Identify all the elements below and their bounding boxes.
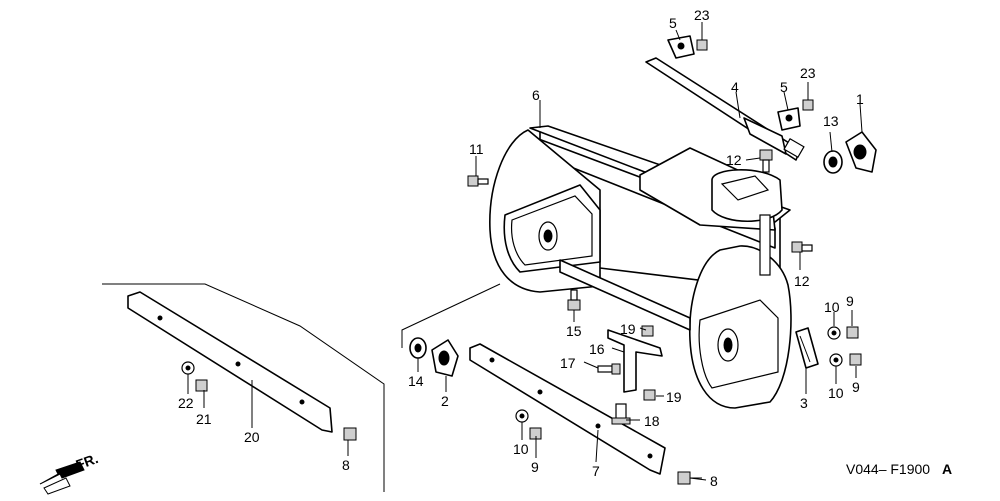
callout-15: 15 [566, 323, 582, 339]
clip-bracket-upper [667, 35, 695, 59]
callout-10-bottom: 10 [513, 441, 529, 457]
callout-5-upper: 5 [669, 15, 677, 31]
bearing-holder-2 [431, 339, 459, 377]
callout-labels: 1 2 3 4 5 5 6 7 8 8 9 9 9 10 10 10 11 12… [178, 7, 864, 489]
bolt-12-upper [759, 149, 773, 173]
callout-10-upper: 10 [824, 299, 840, 315]
callout-8-left: 8 [342, 457, 350, 473]
front-direction-arrow: FR. [39, 450, 101, 495]
callout-19-lower: 19 [666, 389, 682, 405]
callout-1: 1 [856, 91, 864, 107]
diagram-code: V044– F1900 [846, 461, 930, 477]
auger-housing [489, 125, 792, 409]
callout-2: 2 [441, 393, 449, 409]
bearing-14 [409, 337, 427, 359]
washer-10-upper [827, 326, 841, 340]
callout-8-right: 8 [710, 473, 718, 489]
callout-6: 6 [532, 87, 540, 103]
bearing-holder-1 [845, 131, 877, 173]
bolt-17 [597, 363, 621, 375]
callout-12-upper: 12 [726, 152, 742, 168]
callout-5-lower: 5 [780, 79, 788, 95]
bolt-8-left [343, 427, 357, 441]
nut-9-upper [846, 326, 859, 339]
callout-10-lower: 10 [828, 385, 844, 401]
nut-19-upper [641, 325, 654, 337]
washer-22 [181, 361, 195, 375]
callout-9-upper: 9 [846, 293, 854, 309]
callout-22: 22 [178, 395, 194, 411]
nut-19-lower [643, 389, 656, 401]
bolt-18 [611, 403, 631, 425]
bolt-12-side [791, 241, 813, 253]
callout-16: 16 [589, 341, 605, 357]
bolt-15 [567, 289, 581, 311]
bearing-13 [823, 150, 843, 174]
cutaway-boundary [102, 283, 385, 492]
nut-21 [195, 379, 208, 392]
auger-shaft [645, 57, 805, 161]
scraper-bar-7 [469, 343, 666, 475]
callout-7: 7 [592, 463, 600, 479]
flange-bolt-lower [802, 99, 814, 111]
bolt-11 [467, 175, 489, 187]
washer-10-lower [829, 353, 843, 367]
diagram-code-suffix: A [942, 461, 952, 477]
scraper-bar-20 [127, 291, 333, 433]
callout-14: 14 [408, 373, 424, 389]
bolt-8-right [677, 471, 702, 485]
clip-bracket-lower [777, 107, 801, 131]
callout-23-upper: 23 [694, 7, 710, 23]
cutaway-boundary-right [401, 283, 501, 348]
flange-bolt-upper [696, 30, 708, 51]
callout-19-upper: 19 [620, 321, 636, 337]
bracket-16 [607, 329, 663, 393]
nut-9-lower [849, 353, 862, 366]
callout-18: 18 [644, 413, 660, 429]
washer-10-bottom [515, 409, 529, 423]
callout-3: 3 [800, 395, 808, 411]
callout-21: 21 [196, 411, 212, 427]
callout-9-lower: 9 [852, 379, 860, 395]
callout-12-side: 12 [794, 273, 810, 289]
callout-11: 11 [469, 141, 484, 157]
skid-shoe-3 [795, 327, 819, 369]
callout-13: 13 [823, 113, 839, 129]
callout-9-bottom: 9 [531, 459, 539, 475]
callout-23-lower: 23 [800, 65, 816, 81]
callout-4: 4 [731, 79, 739, 95]
leader-lines [187, 22, 863, 481]
callout-17: 17 [560, 355, 576, 371]
callout-20: 20 [244, 429, 260, 445]
direction-label: FR. [74, 450, 101, 473]
